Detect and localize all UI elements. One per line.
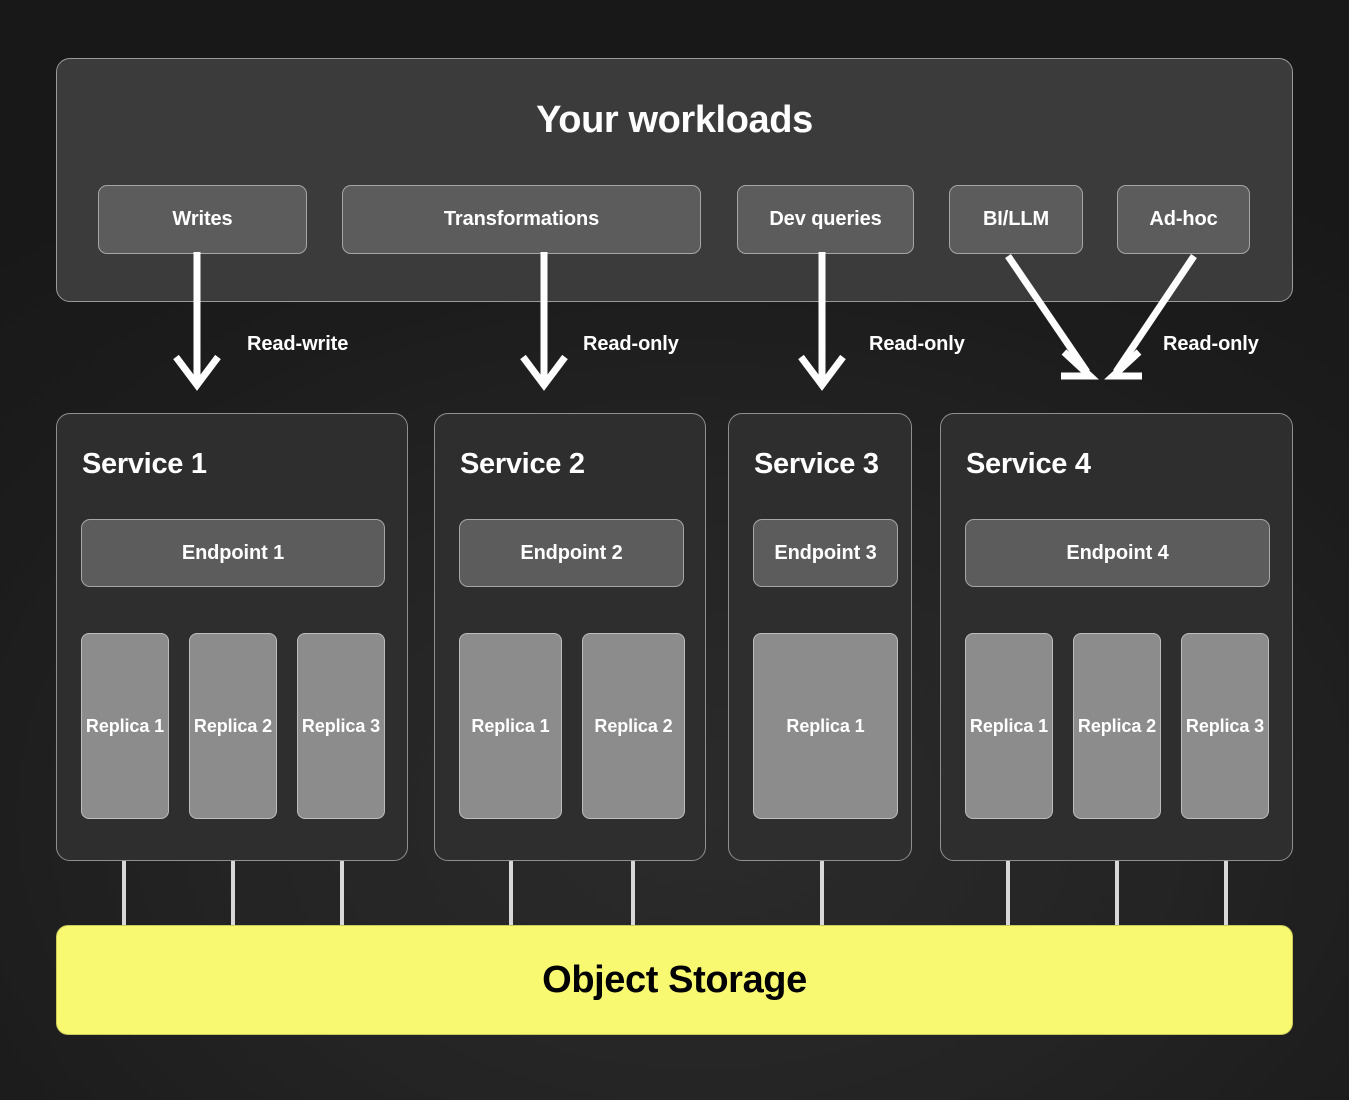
workload-chip-dev-queries[interactable]: Dev queries [737, 185, 914, 254]
workload-chip-transformations[interactable]: Transformations [342, 185, 701, 254]
connector-service-4-replica-1 [1006, 861, 1010, 925]
workload-chip-ad-hoc[interactable]: Ad-hoc [1117, 185, 1250, 254]
replica-3-service-1[interactable]: Replica 3 [297, 633, 385, 819]
connector-service-1-replica-1 [122, 861, 126, 925]
connector-service-2-replica-1 [509, 861, 513, 925]
service-panel-1[interactable]: Service 1 Endpoint 1 Replica 1 Replica 2… [56, 413, 408, 861]
connector-service-4-replica-3 [1224, 861, 1228, 925]
service-panel-2[interactable]: Service 2 Endpoint 2 Replica 1 Replica 2 [434, 413, 706, 861]
replica-row-service-3: Replica 1 [753, 633, 898, 819]
edge-label-read-only-bi-adhoc: Read-only [1163, 333, 1259, 355]
workloads-panel: Your workloads Writes Transformations De… [56, 58, 1293, 302]
connector-service-4-replica-2 [1115, 861, 1119, 925]
replica-1-service-1[interactable]: Replica 1 [81, 633, 169, 819]
workload-chip-writes[interactable]: Writes [98, 185, 307, 254]
connector-service-1-replica-3 [340, 861, 344, 925]
edge-label-read-only-transformations: Read-only [583, 333, 679, 355]
connector-service-2-replica-2 [631, 861, 635, 925]
service-panel-3[interactable]: Service 3 Endpoint 3 Replica 1 [728, 413, 912, 861]
replica-1-service-2[interactable]: Replica 1 [459, 633, 562, 819]
endpoint-1[interactable]: Endpoint 1 [81, 519, 385, 587]
service-title-3: Service 3 [754, 448, 879, 480]
workloads-title: Your workloads [536, 99, 813, 141]
service-title-4: Service 4 [966, 448, 1091, 480]
replica-row-service-4: Replica 1 Replica 2 Replica 3 [965, 633, 1269, 819]
endpoint-4[interactable]: Endpoint 4 [965, 519, 1270, 587]
replica-row-service-2: Replica 1 Replica 2 [459, 633, 685, 819]
service-title-2: Service 2 [460, 448, 585, 480]
service-panel-4[interactable]: Service 4 Endpoint 4 Replica 1 Replica 2… [940, 413, 1293, 861]
replica-1-service-3[interactable]: Replica 1 [753, 633, 898, 819]
service-title-1: Service 1 [82, 448, 207, 480]
connector-service-1-replica-2 [231, 861, 235, 925]
replica-row-service-1: Replica 1 Replica 2 Replica 3 [81, 633, 385, 819]
replica-2-service-2[interactable]: Replica 2 [582, 633, 685, 819]
edge-label-read-write: Read-write [247, 333, 349, 355]
replica-3-service-4[interactable]: Replica 3 [1181, 633, 1269, 819]
workload-chip-bi-llm[interactable]: BI/LLM [949, 185, 1083, 254]
object-storage-bar[interactable]: Object Storage [56, 925, 1293, 1035]
replica-2-service-4[interactable]: Replica 2 [1073, 633, 1161, 819]
endpoint-3[interactable]: Endpoint 3 [753, 519, 898, 587]
replica-2-service-1[interactable]: Replica 2 [189, 633, 277, 819]
endpoint-2[interactable]: Endpoint 2 [459, 519, 684, 587]
replica-1-service-4[interactable]: Replica 1 [965, 633, 1053, 819]
connector-service-3-replica-1 [820, 861, 824, 925]
edge-label-read-only-dev-queries: Read-only [869, 333, 965, 355]
